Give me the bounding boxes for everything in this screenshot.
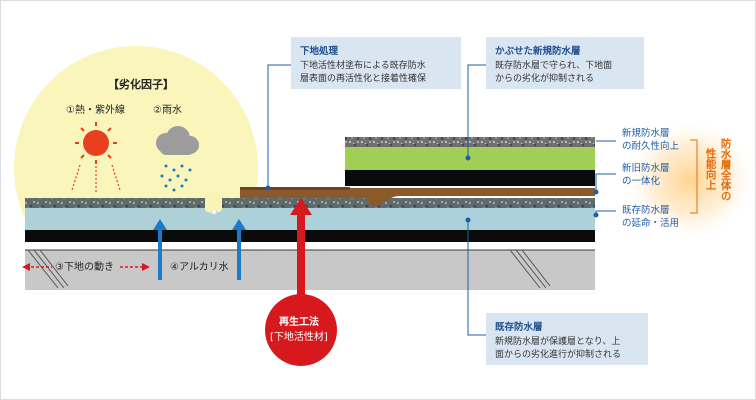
bracket [690, 139, 698, 214]
new-black-layer [345, 170, 595, 186]
heat-uv-label: ①熱・紫外線 [66, 105, 125, 116]
new-top-gravel [345, 137, 595, 147]
existing-crack-notch [205, 192, 222, 213]
new-layer-title: かぶせた新規防水層 [495, 46, 581, 57]
red-arrow-icon [290, 198, 312, 306]
rain-label: ②雨水 [153, 105, 182, 116]
method-label-line1: 再生工法 [279, 317, 319, 328]
extension-line2: の延命・活用 [622, 217, 680, 229]
durability-label: 新規防水層 の耐久性向上 [622, 128, 679, 154]
alkali-arrows-icon [153, 219, 246, 280]
durability-line2: の耐久性向上 [622, 140, 680, 152]
existing-white-gap [25, 242, 595, 250]
substrate-treatment-box: 下地処理 下地活性材塗布による既存防水 層表面の再活性化と接着性確保 [291, 37, 461, 89]
integration-label: 新旧防水層 の一体化 [622, 163, 670, 189]
durability-line1: 新規防水層 [622, 128, 670, 139]
deterioration-title: 【劣化因子】 [108, 78, 174, 91]
method-circle [265, 294, 337, 366]
new-layer-text: 既存防水層で守られ、下地面 からの劣化が抑制される [495, 61, 613, 85]
existing-layer-title: 既存防水層 [495, 322, 543, 333]
performance-glow [622, 118, 756, 242]
substrate-treatment-text: 下地活性材塗布による既存防水 層表面の再活性化と接着性確保 [300, 61, 427, 85]
sun-icon [71, 122, 121, 192]
existing-black-layer [25, 230, 595, 242]
substrate-treatment-title: 下地処理 [300, 46, 339, 57]
extension-label: 既存防水層 の延命・活用 [622, 205, 679, 231]
crack-left [27, 249, 69, 289]
method-label-line2: [下地活性材] [270, 332, 328, 343]
extension-line1: 既存防水層 [622, 205, 670, 216]
overall-label-col2: 性能向上 [704, 148, 717, 190]
concrete-substrate [25, 250, 595, 290]
activator-layer [240, 188, 595, 207]
rain-cloud-icon [156, 126, 199, 192]
existing-top-gravel [25, 198, 595, 208]
alkali-water-label: ④アルカリ水 [170, 262, 229, 273]
overall-label-col1: 防水層全体の [719, 138, 732, 201]
leader-lines [265, 64, 616, 336]
crack-right [509, 249, 551, 289]
existing-membrane [25, 208, 595, 230]
substrate-movement-label: ③下地の動き [55, 262, 114, 273]
existing-layer-text: 新規防水層が保護層となり、上 面からの劣化進行が抑制される [495, 337, 622, 361]
integration-line2: の一体化 [622, 175, 661, 187]
new-layer-box: かぶせた新規防水層 既存防水層で守られ、下地面 からの劣化が抑制される [486, 37, 644, 89]
integration-line1: 新旧防水層 [622, 163, 670, 174]
existing-layer-box: 既存防水層 新規防水層が保護層となり、上 面からの劣化進行が抑制される [486, 313, 648, 365]
